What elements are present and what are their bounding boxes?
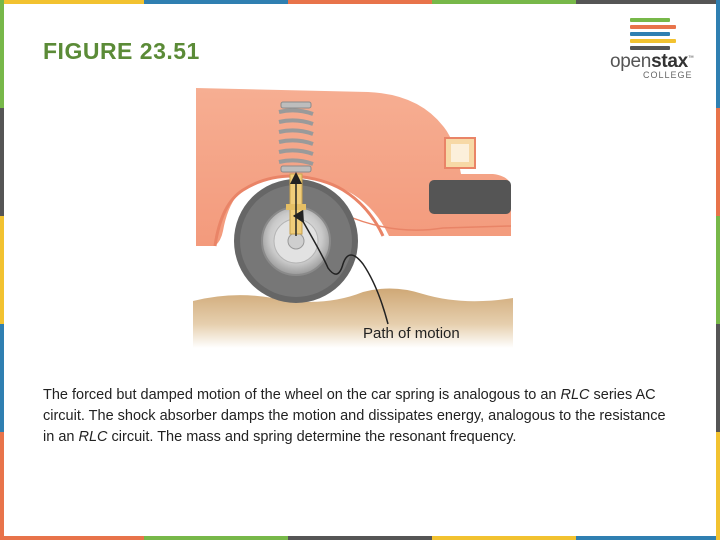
border-segment (0, 0, 144, 4)
logo-wordmark: openstax™ (610, 51, 694, 72)
openstax-logo: openstax™ COLLEGE (608, 18, 698, 80)
logo-stripe (630, 25, 676, 29)
caption-italic-term: RLC (560, 387, 590, 403)
logo-stripe (630, 46, 670, 50)
border-segment (288, 0, 432, 4)
path-of-motion-label: Path of motion (363, 325, 460, 342)
border-segment (716, 324, 720, 432)
border-segment (716, 0, 720, 108)
top-color-border (0, 0, 720, 4)
logo-subtitle: COLLEGE (643, 70, 693, 80)
border-segment (288, 536, 432, 540)
caption-italic-term: RLC (78, 429, 108, 445)
bottom-color-border (0, 536, 720, 540)
body-crease (342, 213, 512, 231)
border-segment (432, 536, 576, 540)
bumper (429, 180, 511, 214)
border-segment (432, 0, 576, 4)
border-segment (0, 108, 4, 216)
wheel (234, 179, 358, 303)
border-segment (716, 432, 720, 540)
border-segment (144, 536, 288, 540)
figure-caption: The forced but damped motion of the whee… (43, 385, 673, 448)
coil-spring (278, 101, 314, 173)
border-segment (0, 0, 4, 108)
caption-text: The forced but damped motion of the whee… (43, 387, 561, 403)
border-segment (716, 108, 720, 216)
border-segment (0, 216, 4, 324)
border-segment (576, 536, 720, 540)
logo-stripe (630, 18, 670, 22)
slide-title: FIGURE 23.51 (43, 38, 200, 64)
car-suspension-illustration: Path of motion (193, 88, 513, 348)
border-segment (576, 0, 720, 4)
ground (193, 288, 513, 348)
border-segment (0, 536, 144, 540)
border-segment (0, 432, 4, 540)
border-segment (716, 216, 720, 324)
caption-text: circuit. The mass and spring determine t… (107, 429, 517, 445)
logo-stripes-icon (630, 18, 676, 53)
left-color-border (0, 0, 4, 540)
logo-stripe (630, 39, 676, 43)
border-segment (0, 324, 4, 432)
motion-path-leader (292, 209, 389, 325)
logo-stripe (630, 32, 670, 36)
border-segment (144, 0, 288, 4)
caption-text: series AC circuit. The shock absorber da… (43, 387, 666, 445)
right-color-border (716, 0, 720, 540)
